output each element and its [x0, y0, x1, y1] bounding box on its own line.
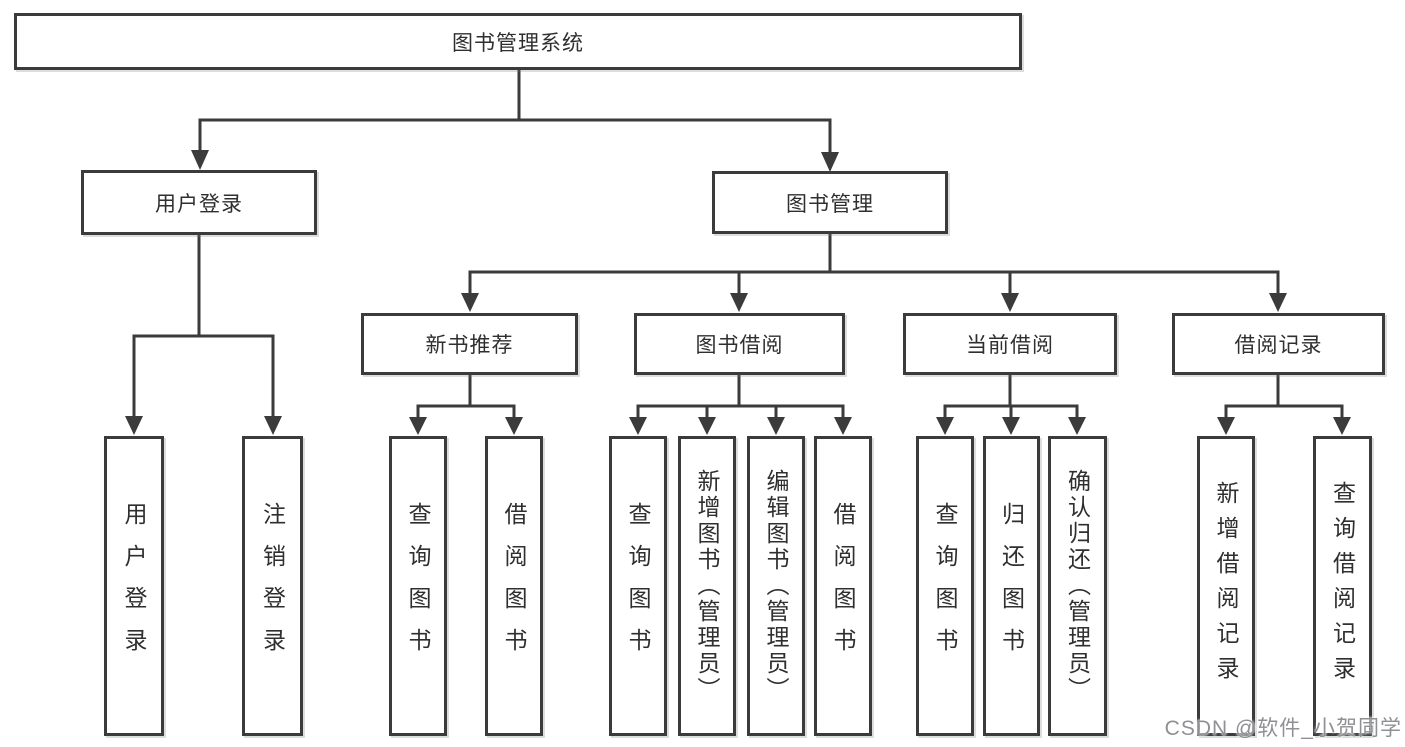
arrowhead-icon — [191, 150, 209, 170]
arrowhead-icon — [629, 417, 647, 435]
node-user-login-branch: 用户登录 — [81, 170, 317, 235]
node-leaf-current-query-books: 查询图书 — [916, 436, 974, 736]
arrowhead-icon — [1068, 417, 1086, 435]
arrowhead-icon — [821, 152, 839, 172]
node-leaf-edit-books-admin-label: 编辑图书（管理员） — [763, 469, 789, 703]
node-new-book-recommend: 新书推荐 — [361, 313, 578, 375]
node-borrowing-records-label: 借阅记录 — [1234, 334, 1323, 357]
arrowhead-icon — [1001, 293, 1019, 312]
node-leaf-borrowing-query-books: 查询图书 — [609, 436, 667, 736]
node-leaf-current-query-books-label: 查询图书 — [932, 502, 958, 670]
node-new-book-recommend-label: 新书推荐 — [425, 334, 514, 357]
node-borrowing-records: 借阅记录 — [1172, 313, 1385, 375]
node-leaf-return-books-label: 归还图书 — [998, 502, 1025, 670]
node-leaf-user-login: 用户登录 — [104, 436, 164, 736]
node-book-borrowing-label: 图书借阅 — [695, 334, 784, 357]
node-leaf-logout: 注销登录 — [242, 436, 303, 736]
arrowhead-icon — [505, 417, 523, 435]
node-leaf-return-books: 归还图书 — [983, 436, 1040, 736]
arrowhead-icon — [767, 417, 785, 435]
node-root: 图书管理系统 — [14, 13, 1022, 70]
arrowhead-icon — [936, 417, 954, 435]
node-leaf-user-login-label: 用户登录 — [121, 502, 147, 670]
arrowhead-icon — [1269, 293, 1287, 312]
node-leaf-edit-books-admin: 编辑图书（管理员） — [747, 436, 805, 736]
arrowhead-icon — [264, 416, 282, 435]
arrowhead-icon — [1002, 417, 1020, 435]
node-leaf-logout-label: 注销登录 — [259, 502, 286, 670]
node-leaf-borrowing-borrow-books: 借阅图书 — [814, 436, 872, 736]
arrowhead-icon — [834, 417, 852, 435]
node-current-borrowing-label: 当前借阅 — [966, 334, 1054, 357]
node-leaf-confirm-return-admin: 确认归还（管理员） — [1048, 436, 1107, 736]
node-root-label: 图书管理系统 — [452, 31, 584, 55]
node-leaf-recommend-borrow-books-label: 借阅图书 — [501, 502, 527, 670]
node-leaf-borrowing-borrow-books-label: 借阅图书 — [830, 502, 856, 670]
node-book-borrowing: 图书借阅 — [634, 313, 845, 375]
arrowhead-icon — [1333, 417, 1351, 435]
watermark: CSDN @软件_小贺同学 — [1164, 717, 1402, 740]
arrowhead-icon — [698, 417, 716, 435]
node-leaf-query-borrow-record-label: 查询借阅记录 — [1329, 481, 1356, 691]
node-leaf-add-books-admin-label: 新增图书（管理员） — [694, 469, 720, 703]
arrowhead-icon — [1217, 417, 1235, 435]
node-current-borrowing: 当前借阅 — [903, 313, 1117, 375]
node-leaf-confirm-return-admin-label: 确认归还（管理员） — [1064, 469, 1091, 703]
node-leaf-recommend-query-books: 查询图书 — [389, 436, 447, 736]
arrowhead-icon — [461, 293, 479, 312]
node-user-login-branch-label: 用户登录 — [155, 192, 243, 216]
arrowhead-icon — [409, 417, 427, 435]
node-leaf-borrowing-query-books-label: 查询图书 — [625, 502, 651, 670]
node-book-management-branch-label: 图书管理 — [786, 192, 874, 216]
node-book-management-branch: 图书管理 — [712, 171, 948, 234]
arrowhead-icon — [730, 293, 748, 312]
node-leaf-query-borrow-record: 查询借阅记录 — [1313, 436, 1372, 736]
arrowhead-icon — [125, 416, 143, 435]
node-leaf-add-borrow-record-label: 新增借阅记录 — [1213, 481, 1239, 691]
node-leaf-recommend-query-books-label: 查询图书 — [405, 502, 431, 670]
node-leaf-add-books-admin: 新增图书（管理员） — [678, 436, 736, 736]
node-leaf-recommend-borrow-books: 借阅图书 — [485, 436, 543, 736]
node-leaf-add-borrow-record: 新增借阅记录 — [1197, 436, 1255, 736]
